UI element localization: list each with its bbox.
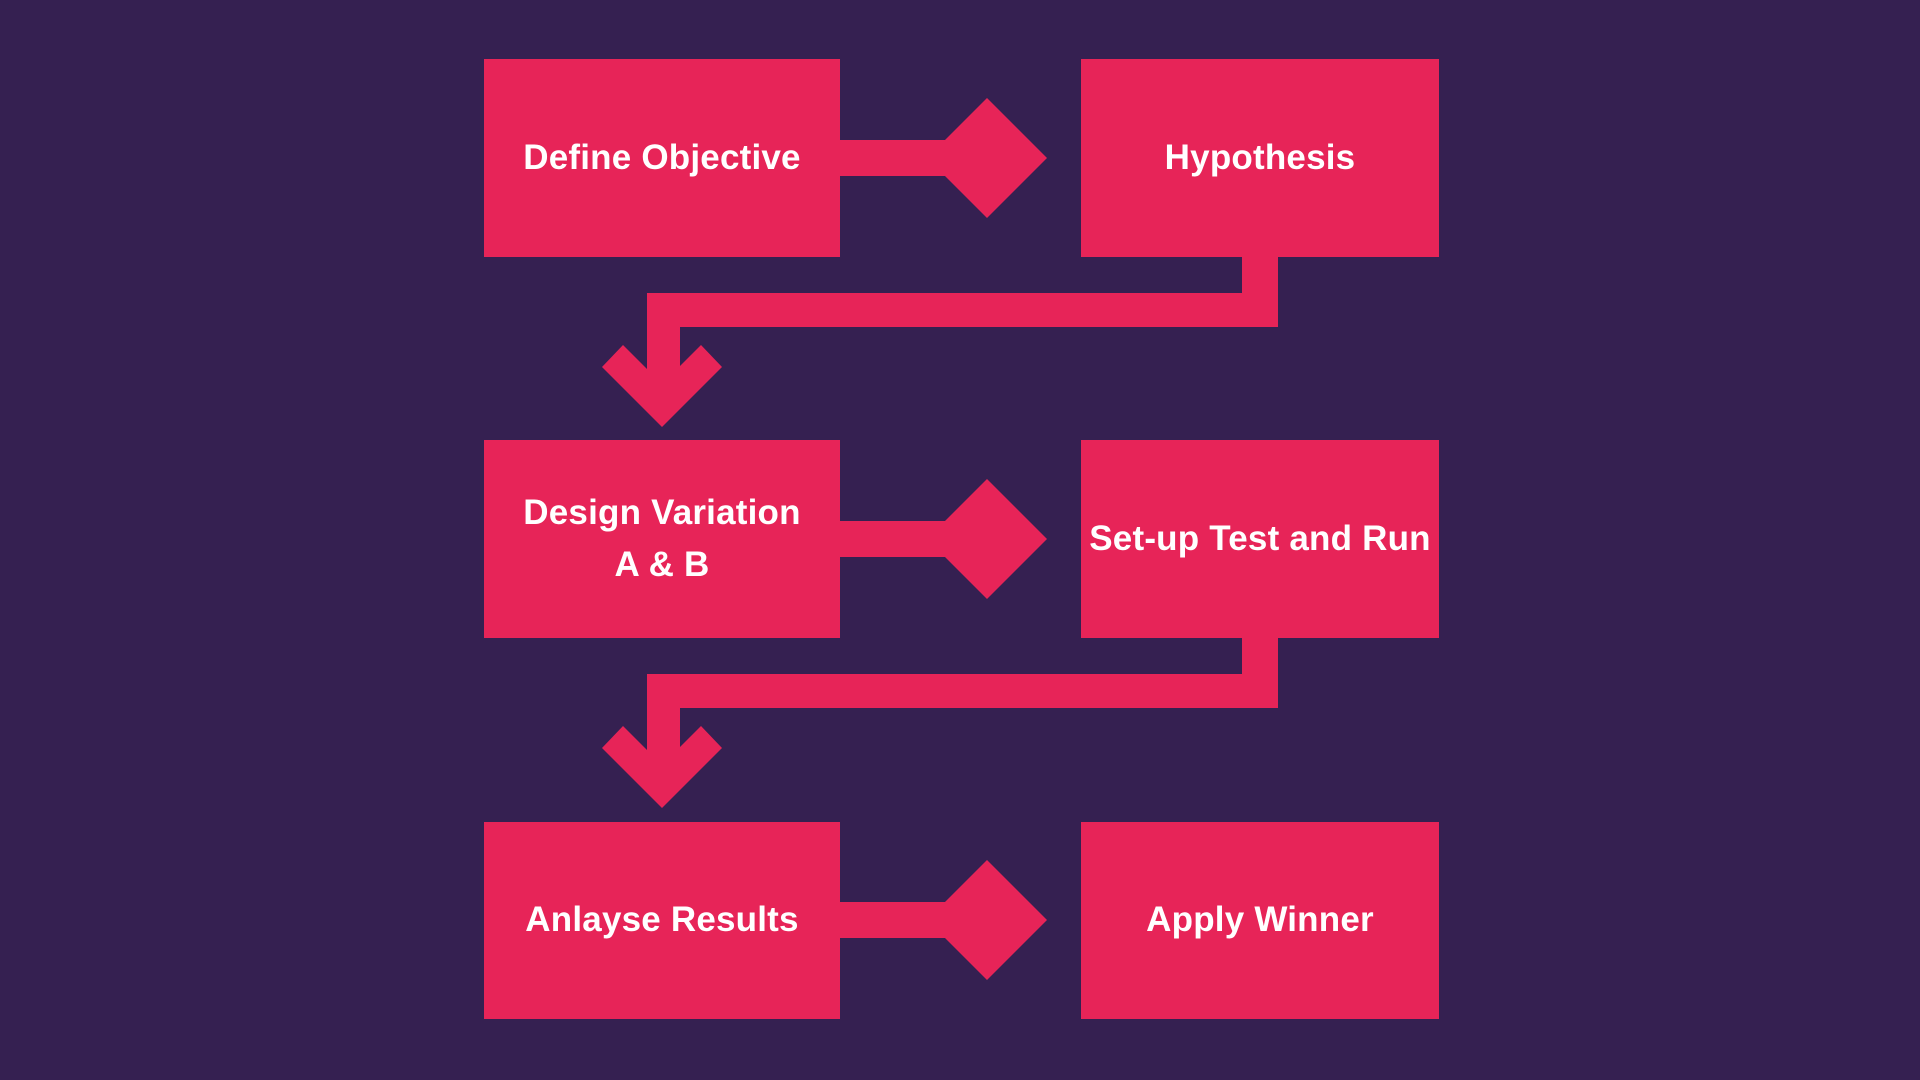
elbow-down-arrow-icon [602, 257, 1278, 427]
step-label: Define Objective [523, 137, 801, 177]
step-design-variation-a-b: Design Variation A & B [484, 440, 840, 638]
step-label: Apply Winner [1146, 900, 1374, 940]
arrow-head [927, 479, 1047, 599]
step-label: Set-up Test and Run [1089, 518, 1431, 558]
right-arrow-icon [840, 860, 1047, 980]
down-arrow-head [602, 726, 722, 808]
step-label: Hypothesis [1164, 137, 1356, 177]
arrow-head [927, 860, 1047, 980]
step-define-objective: Define Objective [484, 59, 840, 257]
arrow-head [927, 98, 1047, 218]
step-label: Anlayse Results [525, 900, 799, 940]
right-arrow-icon [840, 479, 1047, 599]
elbow-down-arrow-icon [602, 638, 1278, 808]
connector-horizontal-bar [647, 293, 1278, 327]
right-arrow-icon [840, 98, 1047, 218]
step-anlayse-results: Anlayse Results [484, 822, 840, 1019]
step-apply-winner: Apply Winner [1081, 822, 1439, 1019]
step-hypothesis: Hypothesis [1081, 59, 1439, 257]
step-set-up-test-and-run: Set-up Test and Run [1081, 440, 1439, 638]
connector-horizontal-bar [647, 674, 1278, 708]
step-label: Design Variation A & B [523, 492, 801, 585]
down-arrow-head [602, 345, 722, 427]
